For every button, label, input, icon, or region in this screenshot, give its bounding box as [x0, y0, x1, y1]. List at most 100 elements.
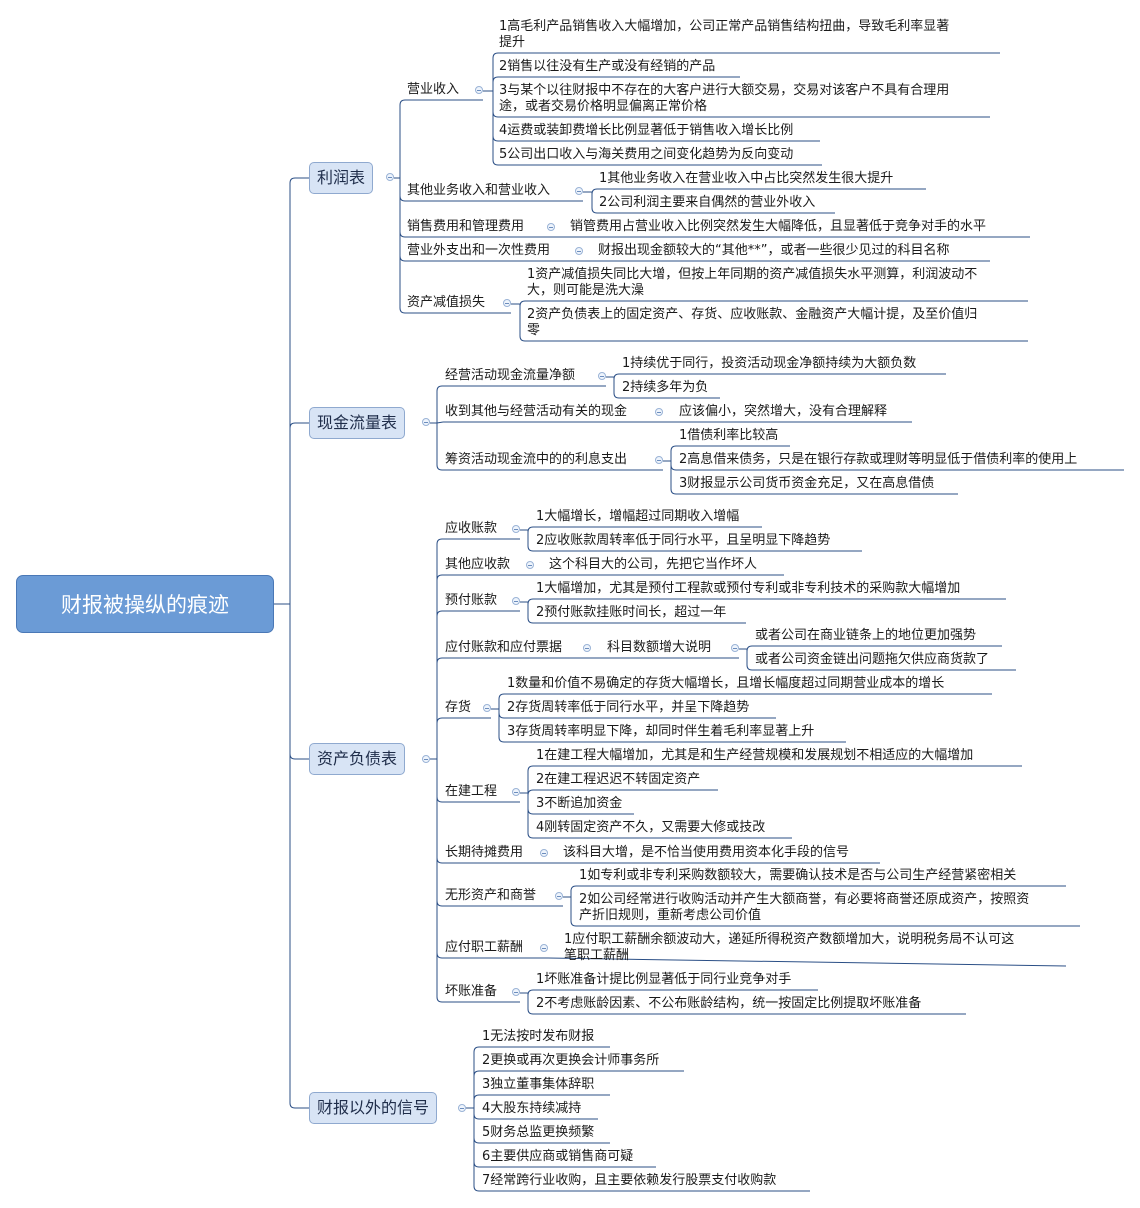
leaf-intangible-2a: 2如公司经常进行收购活动并产生大额商誉，有必要将商誉还原成资产，按照资 — [579, 892, 1030, 907]
income-connector — [399, 178, 406, 314]
collapse-icon[interactable] — [583, 644, 591, 652]
leaf-signal-1: 1无法按时发布财报 — [482, 1029, 595, 1044]
connector-line — [527, 793, 536, 815]
collapse-icon[interactable] — [575, 247, 583, 255]
collapse-icon[interactable] — [475, 86, 483, 94]
leaf-receivables-2: 2应收账款周转率低于同行水平，且呈明显下降趋势 — [536, 533, 831, 548]
leaf-revenue-1b: 提升 — [499, 35, 526, 50]
balance-connector — [436, 759, 443, 803]
leaf-financing-1: 1借债利率比较高 — [679, 428, 779, 443]
main-topic-balance-sheet[interactable]: 资产负债表 — [309, 743, 406, 775]
collapse-icon[interactable] — [422, 755, 430, 763]
balance-connector — [436, 538, 443, 759]
collapse-icon[interactable] — [512, 597, 520, 605]
subtopic-intangibles-goodwill[interactable]: 无形资产和商誉 — [445, 888, 537, 903]
subtopic-receivables[interactable]: 应收账款 — [445, 521, 498, 536]
subtopic-impairment[interactable]: 资产减值损失 — [407, 295, 486, 310]
leaf-signal-5: 5财务总监更换频繁 — [482, 1125, 595, 1140]
connector-line — [613, 377, 622, 399]
collapse-icon[interactable] — [575, 187, 583, 195]
collapse-icon[interactable] — [526, 561, 534, 569]
leaf-other-revenue-2: 2公司利润主要来自偶然的营业外收入 — [599, 195, 816, 210]
balance-connector — [436, 759, 443, 907]
main-topic-income-statement[interactable]: 利润表 — [309, 162, 374, 194]
leaf-intangible-2b: 产折旧规则，重新考虑公司价值 — [579, 908, 762, 923]
collapse-icon[interactable] — [555, 892, 563, 900]
leaf-intangible-1: 1如专利或非专利采购数额较大，需要确认技术是否与公司生产经营紧密相关 — [579, 868, 1017, 883]
leaf-revenue-3a: 3与某个以往财报中不存在的大客户进行大额交易，交易对该客户不具有合理用 — [499, 83, 950, 98]
collapse-icon[interactable] — [655, 408, 663, 416]
subtopic-payables[interactable]: 应付账款和应付票据 — [445, 640, 563, 655]
collapse-icon[interactable] — [512, 525, 520, 533]
collapse-icon[interactable] — [503, 299, 511, 307]
subtopic-bad-debt[interactable]: 坏账准备 — [445, 984, 498, 999]
leaf-inventory-3: 3存货周转率明显下降，却同时伴生着毛利率显著上升 — [507, 724, 815, 739]
connector-line — [527, 993, 536, 1015]
income-connector — [399, 178, 406, 262]
connector-line — [670, 445, 679, 461]
connector-line — [498, 693, 507, 709]
subtopic-selling-admin[interactable]: 销售费用和管理费用 — [407, 219, 525, 234]
subtopic-other-operating-cash[interactable]: 收到其他与经营活动有关的现金 — [445, 404, 628, 419]
signals-connector — [473, 1070, 482, 1108]
subtopic-other-revenue[interactable]: 其他业务收入和营业收入 — [407, 183, 551, 198]
leaf-deferred: 该科目大增，是不恰当使用费用资本化手段的信号 — [563, 845, 850, 860]
connector-line — [527, 789, 536, 796]
root-topic[interactable]: 财报被操纵的痕迹 — [16, 575, 274, 633]
leaf-signal-6: 6主要供应商或销售商可疑 — [482, 1149, 634, 1164]
balance-connector — [436, 574, 443, 759]
leaf-impair-1b: 大，则可能是洗大澡 — [527, 283, 645, 298]
subtopic-other-receivables[interactable]: 其他应收款 — [445, 557, 511, 572]
collapse-icon[interactable] — [540, 944, 548, 952]
balance-connector — [436, 610, 443, 759]
cashflow-connector — [436, 423, 443, 471]
collapse-icon[interactable] — [458, 1104, 466, 1112]
collapse-icon[interactable] — [540, 849, 548, 857]
collapse-icon[interactable] — [483, 704, 491, 712]
root-connector — [289, 177, 309, 604]
collapse-icon[interactable] — [386, 173, 394, 181]
connector-line — [519, 300, 527, 307]
collapse-icon[interactable] — [512, 988, 520, 996]
balance-connector — [436, 759, 443, 959]
leaf-nonoperating: 财报出现金额较大的“其他**”，或者一些很少见过的科目名称 — [598, 243, 950, 258]
collapse-icon[interactable] — [512, 788, 520, 796]
leaf-inventory-1: 1数量和价值不易确定的存货大幅增长，且增长幅度超过同期营业成本的增长 — [507, 676, 945, 691]
leaf-payroll-b: 笔职工薪酬 — [564, 948, 630, 963]
subtopic-payroll[interactable]: 应付职工薪酬 — [445, 940, 524, 955]
balance-connector — [436, 759, 443, 864]
leaf-construction-2: 2在建工程迟迟不转固定资产 — [536, 772, 701, 787]
collapse-icon[interactable] — [731, 644, 739, 652]
connector-line — [591, 188, 599, 195]
signals-connector — [473, 1108, 482, 1120]
cashflow-connector — [436, 385, 443, 423]
leaf-baddebt-2: 2不考虑账龄因素、不公布账龄结构，统一按固定比例提取坏账准备 — [536, 996, 922, 1011]
underline — [547, 957, 1067, 967]
income-connector — [399, 178, 406, 238]
leaf-receivables-1: 1大幅增长，增幅超过同期收入增幅 — [536, 509, 740, 524]
main-topic-cash-flow[interactable]: 现金流量表 — [309, 407, 406, 439]
leaf-signal-2: 2更换或再次更换会计师事务所 — [482, 1053, 660, 1068]
subtopic-revenue[interactable]: 营业收入 — [407, 82, 460, 97]
leaf-other-receivables: 这个科目大的公司，先把它当作坏人 — [549, 557, 758, 572]
connector-line — [519, 304, 527, 342]
leaf-construction-3: 3不断追加资金 — [536, 796, 623, 811]
main-topic-non-financial-signals[interactable]: 财报以外的信号 — [309, 1092, 438, 1124]
leaf-financing-2: 2高息借来债务，只是在银行存款或理财等明显低于借债利率的使用上 — [679, 452, 1078, 467]
subtopic-deferred-expenses[interactable]: 长期待摊费用 — [445, 845, 524, 860]
collapse-icon[interactable] — [422, 418, 430, 426]
subtopic-operating-cash[interactable]: 经营活动现金流量净额 — [445, 368, 576, 383]
collapse-icon[interactable] — [655, 456, 663, 464]
subtopic-construction[interactable]: 在建工程 — [445, 784, 498, 799]
subtopic-financing-interest[interactable]: 筹资活动现金流中的的利息支出 — [445, 452, 628, 467]
collapse-icon[interactable] — [598, 372, 606, 380]
subtopic-nonoperating[interactable]: 营业外支出和一次性费用 — [407, 243, 551, 258]
subtopic-prepayments[interactable]: 预付账款 — [445, 593, 498, 608]
income-connector — [399, 99, 406, 178]
collapse-icon[interactable] — [547, 223, 555, 231]
leaf-other-revenue-1: 1其他业务收入在营业收入中占比突然发生很大提升 — [599, 171, 894, 186]
payables-explanation[interactable]: 科目数额增大说明 — [607, 640, 712, 655]
subtopic-inventory[interactable]: 存货 — [445, 700, 472, 715]
leaf-prepaid-1: 1大幅增加，尤其是预付工程款或预付专利或非专利技术的采购款大幅增加 — [536, 581, 961, 596]
